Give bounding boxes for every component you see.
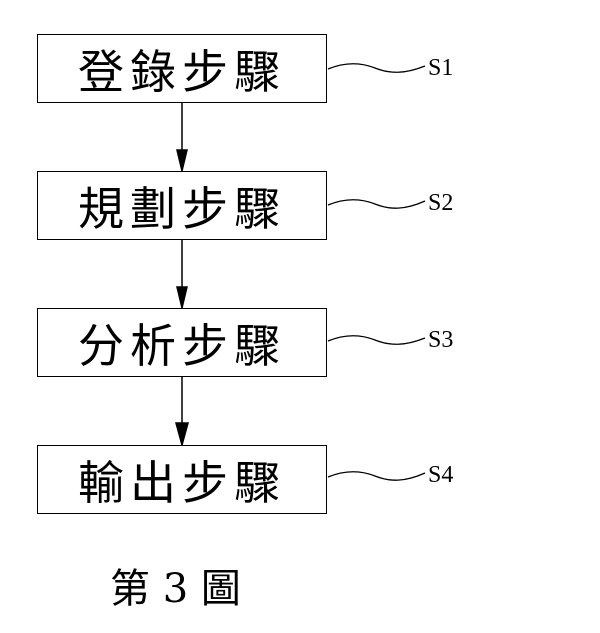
leader-line-s4 xyxy=(327,470,426,481)
step-text-planning: 規劃步驟 xyxy=(78,181,286,236)
step-box-output: 輸出步驟 xyxy=(37,445,327,514)
arrow-s3-s4 xyxy=(175,377,189,448)
arrow-s1-s2 xyxy=(176,103,188,172)
step-label-s3: S3 xyxy=(428,327,454,353)
arrow-s2-s3 xyxy=(176,240,188,309)
step-box-planning: 規劃步驟 xyxy=(37,171,327,240)
step-text-login: 登錄步驟 xyxy=(78,44,286,99)
step-label-s2: S2 xyxy=(428,190,454,216)
figure-caption: 第 3 圖 xyxy=(110,566,241,612)
step-box-analysis: 分析步驟 xyxy=(37,308,327,377)
leader-line-s3 xyxy=(327,334,426,345)
leader-line-s1 xyxy=(327,62,426,73)
step-label-s1: S1 xyxy=(428,55,454,81)
step-box-login: 登錄步驟 xyxy=(37,34,327,103)
step-text-analysis: 分析步驟 xyxy=(78,318,286,373)
step-text-output: 輸出步驟 xyxy=(78,455,286,510)
step-label-s4: S4 xyxy=(428,462,454,488)
leader-line-s2 xyxy=(327,198,426,209)
